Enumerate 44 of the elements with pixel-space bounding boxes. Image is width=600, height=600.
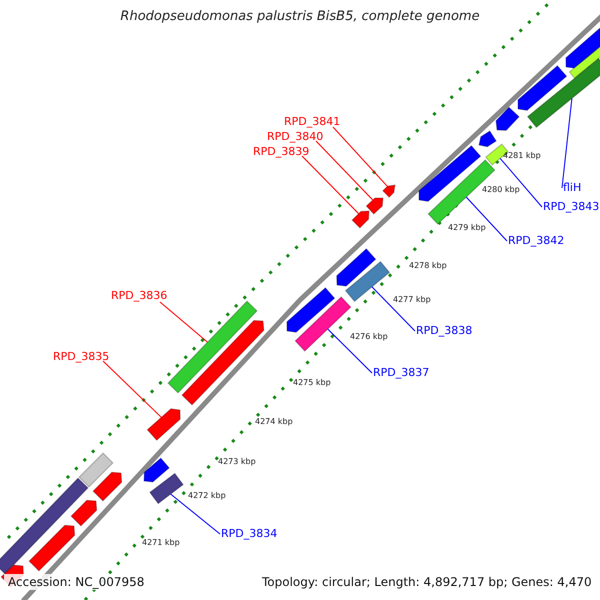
tick-label: 4275 kbp (293, 379, 331, 387)
gene-label: RPD_3835 (53, 351, 110, 362)
leader-line (102, 360, 162, 418)
gene-feature (526, 58, 600, 128)
gene-feature (382, 184, 396, 198)
gene-feature (181, 320, 264, 406)
tick-label: 4278 kbp (409, 262, 447, 270)
gene-label: RPD_3836 (111, 290, 168, 301)
gene-feature (149, 472, 184, 504)
tick-label: 4272 kbp (188, 492, 226, 500)
leader-line (372, 286, 416, 332)
gene-feature (351, 210, 370, 229)
leader-line (302, 156, 360, 214)
leader-line (170, 494, 220, 534)
leader-line (562, 98, 572, 188)
gene-label: RPD_3843 (543, 201, 600, 212)
tick-label: 4273 kbp (218, 458, 256, 466)
leader-line (466, 196, 508, 242)
gene-label: RPD_3842 (508, 235, 564, 246)
gene-label: RPD_3840 (267, 131, 324, 142)
tick-label: 4276 kbp (350, 333, 388, 341)
leader-line (160, 302, 208, 343)
tick-label: 4271 kbp (142, 539, 180, 547)
gene-label: RPD_3838 (416, 325, 472, 336)
leader-line (332, 126, 388, 187)
gene-label: RPD_3841 (284, 116, 340, 127)
gene-label: RPD_3837 (373, 367, 430, 378)
leader-line (316, 140, 374, 200)
gene-feature (146, 408, 181, 441)
gene-label: RPD_3839 (253, 146, 310, 157)
gene-feature (344, 260, 390, 302)
tick-label: 4274 kbp (255, 418, 293, 426)
gene-feature (167, 300, 258, 394)
gene-label: fliH (563, 182, 582, 193)
tick-label: 4277 kbp (393, 296, 431, 304)
tick-label: 4281 kbp (503, 152, 541, 160)
gene-feature (366, 198, 384, 215)
leader-line (327, 328, 372, 374)
tick-label: 4279 kbp (448, 224, 486, 232)
leader-line (500, 158, 542, 208)
gene-feature (294, 296, 352, 352)
gene-label: RPD_3834 (221, 528, 278, 539)
tick-label: 4280 kbp (482, 186, 520, 194)
title: Rhodopseudomonas palustris BisB5, complete genome (119, 10, 481, 23)
